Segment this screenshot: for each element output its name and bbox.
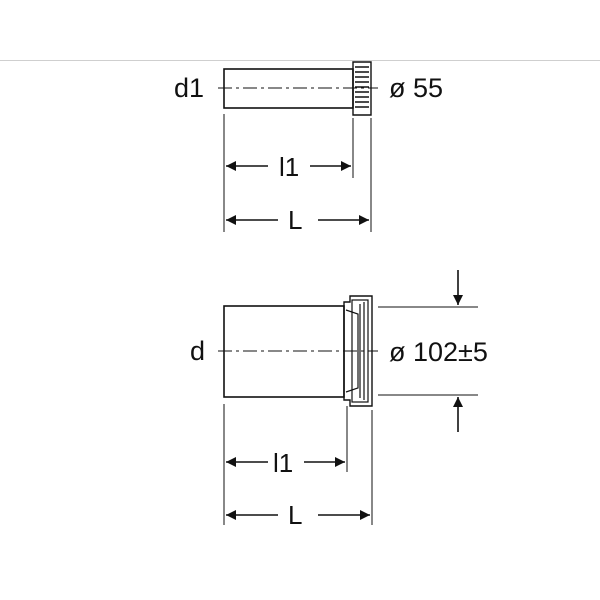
upper-diameter-label: d1 [174, 73, 204, 103]
upper-pipe-thread [352, 61, 372, 116]
lower-L-label: L [288, 500, 302, 530]
lower-pipe-seal [343, 295, 373, 407]
upper-outer-diameter-label: ø 55 [389, 73, 443, 103]
lower-diameter-label: d [190, 336, 205, 366]
lower-pipe-drawing: d ø 102±5 l1 L [190, 270, 488, 530]
upper-l1-label: l1 [279, 152, 299, 182]
upper-pipe-drawing: d1 ø 55 l1 L [174, 61, 443, 235]
lower-l1-label: l1 [273, 448, 293, 478]
upper-L-label: L [288, 205, 302, 235]
lower-outer-diameter-label: ø 102±5 [389, 337, 488, 367]
